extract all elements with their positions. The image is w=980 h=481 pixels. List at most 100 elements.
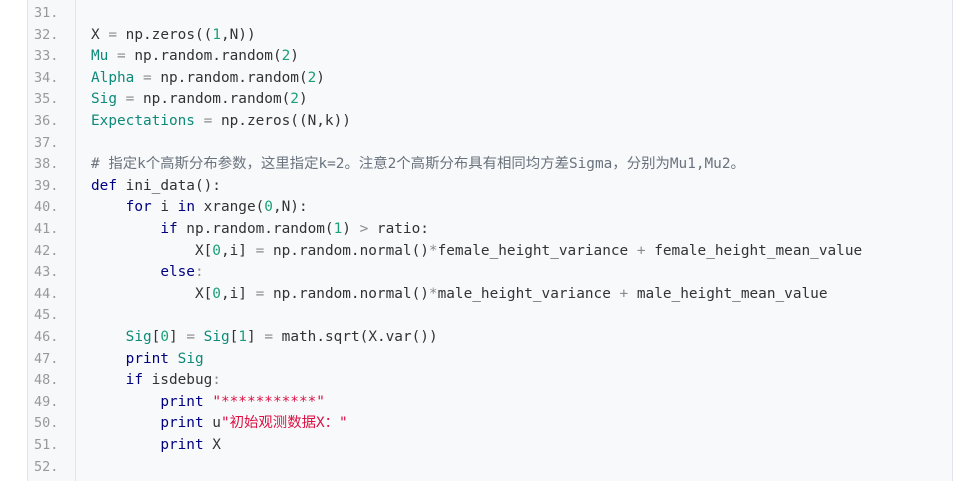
code-text: for i in xrange(0,N): — [91, 197, 308, 219]
code-content — [76, 0, 952, 481]
line-number: 49. — [34, 393, 59, 410]
line-number: 31. — [34, 5, 59, 21]
code-text: print Sig — [91, 349, 204, 371]
code-token: print — [125, 350, 169, 367]
code-token: X[ — [91, 285, 213, 302]
code-token: * — [428, 285, 438, 302]
code-text: if isdebug: — [91, 370, 221, 392]
code-token: ,i] — [220, 285, 256, 302]
code-token: : — [194, 264, 204, 281]
code-token: math.sqrt(X.var()) — [273, 329, 438, 345]
line-number: 40. — [34, 199, 59, 216]
code-token: "初始观测数据X：" — [220, 415, 348, 432]
code-token: else — [160, 264, 195, 281]
code-line: 46. Sig[0] = Sig[1] = math.sqrt(X.var()) — [28, 327, 952, 349]
line-number: 41. — [34, 221, 59, 237]
code-text: X[0,i] = np.random.normal()*male_height_… — [91, 284, 828, 306]
code-token: = — [108, 48, 135, 65]
code-text: Sig[0] = Sig[1] = math.sqrt(X.var()) — [91, 327, 438, 349]
code-token — [91, 264, 160, 280]
code-token: ) — [298, 91, 308, 108]
code-token — [195, 329, 204, 345]
code-token: 0 — [160, 329, 169, 345]
code-token: = — [255, 285, 265, 302]
code-token: print — [160, 415, 204, 432]
line-number: 34. — [34, 69, 59, 86]
code-text: print u"初始观测数据X：" — [91, 413, 348, 435]
code-token — [91, 221, 160, 237]
code-token: + — [619, 285, 629, 302]
line-number: 38. — [34, 156, 59, 173]
code-text: X = np.zeros((1,N)) — [91, 25, 256, 47]
code-token: xrange( — [194, 199, 265, 216]
code-token: 1 — [238, 329, 248, 345]
code-token: Sig — [125, 329, 152, 345]
code-token: + — [636, 242, 646, 259]
code-text: else: — [91, 262, 204, 284]
code-token — [91, 351, 126, 367]
code-text: Mu = np.random.random(2) — [91, 46, 299, 68]
code-line: 31. — [28, 3, 952, 25]
code-line: 40. for i in xrange(0,N): — [28, 197, 952, 219]
code-text: print "***********" — [91, 392, 325, 414]
code-line: 42. X[0,i] = np.random.normal()*female_h… — [28, 241, 952, 263]
code-token: 2 — [307, 69, 317, 86]
code-token: Expectations — [91, 113, 195, 129]
code-token: ,N): — [272, 199, 308, 216]
line-number: 47. — [34, 350, 59, 367]
code-token: isdebug — [142, 372, 213, 389]
code-token: Alpha — [91, 69, 135, 86]
code-token: = — [264, 329, 274, 345]
code-token: np.zeros((N,k)) — [220, 113, 351, 129]
line-number-gutter — [28, 0, 76, 481]
code-token: male_height_variance — [437, 285, 620, 302]
code-token: X[ — [91, 242, 213, 259]
code-text: X[0,i] = np.random.normal()*female_heigh… — [91, 241, 862, 263]
code-token: 2 — [290, 91, 299, 108]
code-line: 52. — [28, 457, 952, 479]
code-token: = — [99, 26, 126, 43]
code-token: np.zeros(( — [125, 26, 213, 43]
code-token: ) — [290, 48, 299, 65]
code-token: ) — [342, 221, 360, 237]
code-token: 0 — [264, 199, 273, 216]
code-text: if np.random.random(1) > ratio: — [91, 219, 429, 241]
code-token: * — [428, 242, 438, 259]
line-number: 35. — [34, 91, 59, 108]
code-token: ) — [316, 69, 325, 86]
code-token: def — [91, 177, 117, 194]
code-token: Sig — [177, 350, 204, 367]
code-token: = — [134, 69, 161, 86]
code-token — [91, 329, 126, 345]
code-token: 0 — [212, 285, 221, 302]
code-token: if — [160, 221, 178, 237]
code-token: X — [203, 437, 221, 453]
code-token: = — [117, 91, 143, 108]
code-text: Sig = np.random.random(2) — [91, 89, 308, 111]
code-token: female_height_variance — [437, 242, 637, 259]
code-token: in — [177, 199, 195, 216]
code-text: Expectations = np.zeros((N,k)) — [91, 111, 351, 133]
code-token — [91, 394, 160, 410]
code-token — [169, 351, 178, 367]
code-token: if — [125, 372, 143, 389]
line-number: 37. — [34, 134, 59, 151]
code-token: = — [255, 242, 265, 259]
code-token: # 指定k个高斯分布参数，这里指定k=2。注意2个高斯分布具有相同均方差Sigm… — [91, 156, 745, 173]
code-token: > — [359, 221, 369, 237]
code-token — [91, 199, 126, 215]
code-text: print X — [91, 435, 221, 457]
code-token: print — [160, 437, 204, 453]
code-line: 45. — [28, 305, 952, 327]
line-number: 43. — [34, 264, 59, 281]
code-token: Sig — [203, 329, 230, 345]
code-line: 41. if np.random.random(1) > ratio: — [28, 219, 952, 241]
line-number: 42. — [34, 242, 59, 259]
code-token: 1 — [212, 26, 221, 43]
code-token: ,N)) — [220, 26, 256, 43]
code-token: np.random.random( — [160, 69, 308, 86]
code-line: 35. Sig = np.random.random(2) — [28, 89, 952, 111]
code-token: male_height_mean_value — [628, 285, 828, 302]
code-token: 1 — [333, 221, 343, 237]
code-token: female_height_mean_value — [645, 242, 863, 259]
